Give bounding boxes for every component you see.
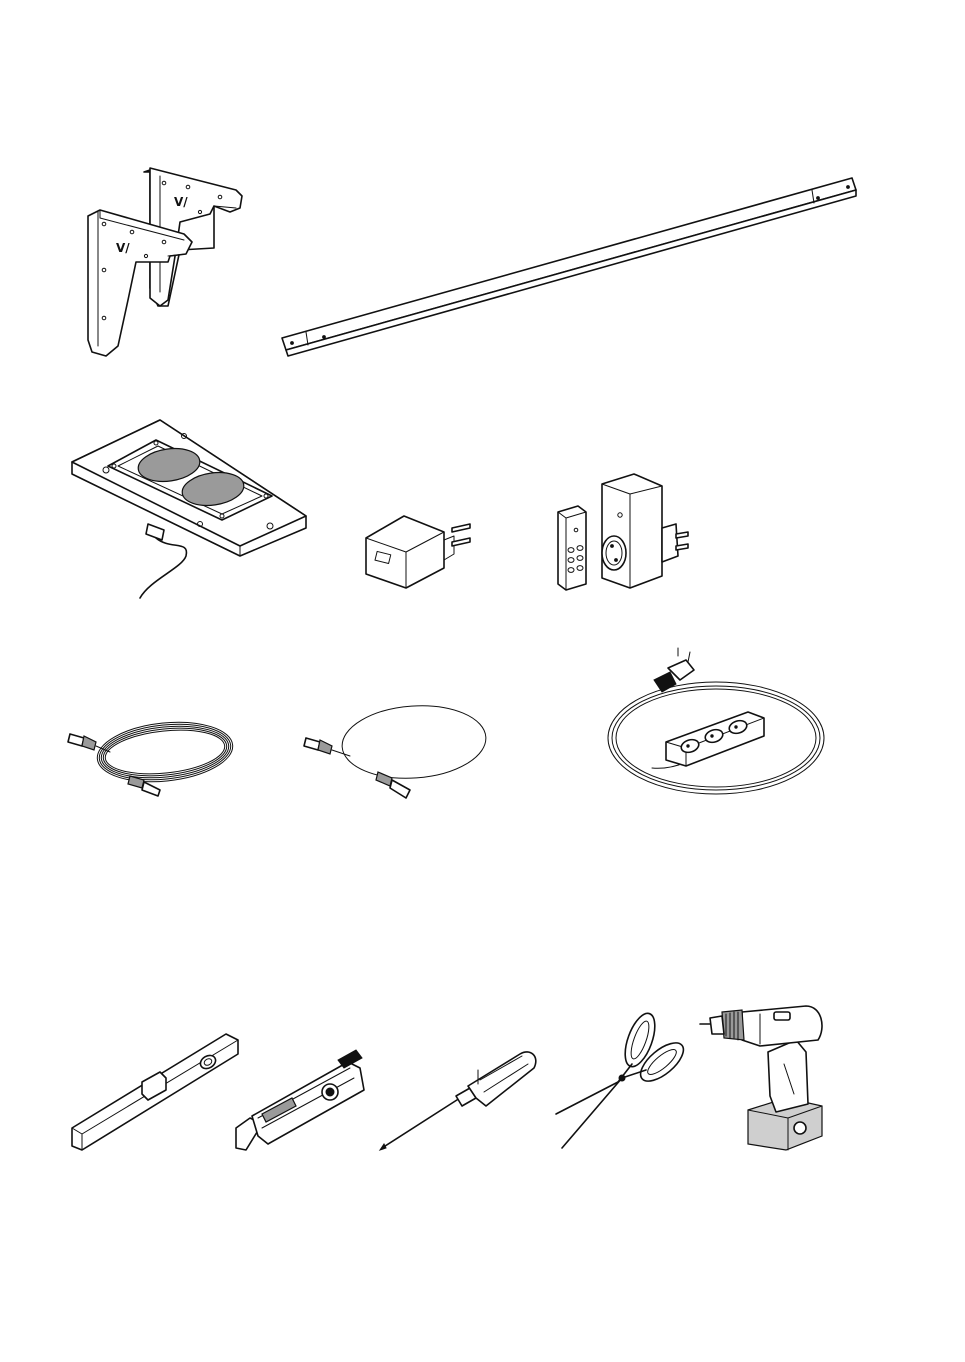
mounting-rail	[282, 178, 856, 356]
bracket-mark: V/	[174, 195, 188, 209]
extension-power-strip	[608, 648, 824, 794]
screwdriver	[380, 1052, 536, 1150]
remote-control	[558, 506, 586, 590]
cordless-drill	[700, 1006, 822, 1150]
scissors	[556, 1010, 690, 1148]
usb-cable-short	[304, 701, 488, 798]
spirit-level	[72, 1034, 238, 1150]
bracket-mark: V/	[116, 241, 130, 255]
wall-bracket-front: V/	[88, 210, 192, 356]
remote-socket-switch	[602, 474, 688, 588]
utility-knife	[236, 1050, 364, 1150]
usb-power-adapter	[366, 516, 470, 588]
fan-lamp-unit	[72, 420, 306, 598]
usb-cable-long	[68, 716, 236, 796]
